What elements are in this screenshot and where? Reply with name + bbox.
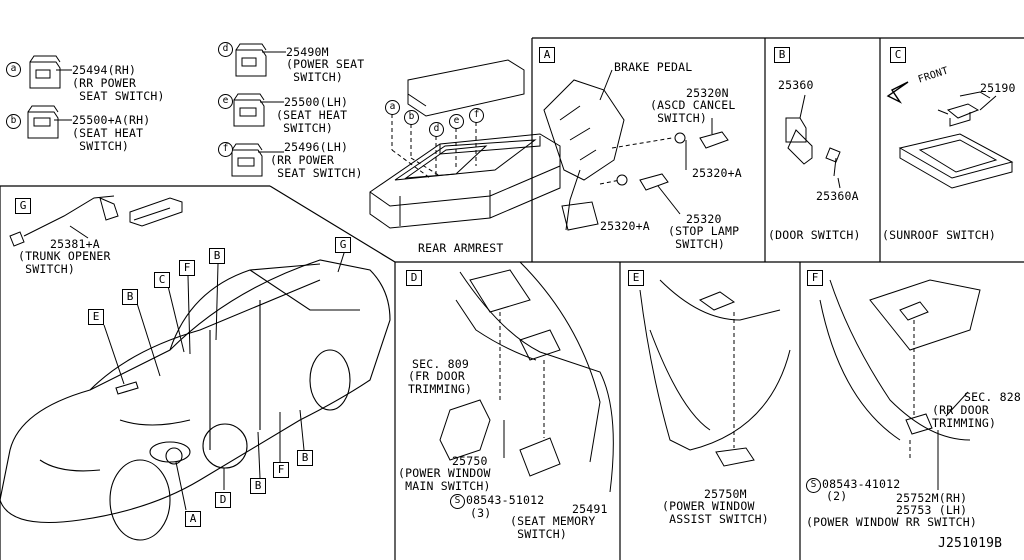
car-callout-b3: B [250, 478, 266, 494]
label-screw-f: 08543-41012 [822, 477, 901, 491]
label-sunroof-switch: (SUNROOF SWITCH) [882, 228, 996, 242]
armrest-circle-b: b [404, 110, 419, 125]
panel-letter-b: B [774, 47, 790, 63]
car-callout-b1: B [209, 248, 225, 264]
armrest-circle-e: e [449, 114, 464, 129]
armrest-circle-f: f [469, 108, 484, 123]
label-25500-desc: (SEAT HEAT SWITCH) [276, 108, 348, 135]
label-25491-desc: (SEAT MEMORY SWITCH) [510, 514, 596, 541]
label-25490m: 25490M [286, 45, 329, 59]
screw-symbol-f: S [806, 478, 821, 493]
circle-a: a [6, 62, 21, 77]
car-callout-f2: F [273, 462, 289, 478]
panel-letter-g: G [15, 198, 31, 214]
panel-letter-c: C [890, 47, 906, 63]
label-25750: 25750 [452, 454, 488, 468]
trunk-opener-drawing [9, 195, 183, 247]
fr-door-drawing [439, 261, 614, 493]
car-callout-g: G [335, 237, 351, 253]
label-25496-desc: (RR POWER SEAT SWITCH) [270, 153, 363, 180]
leader-lines-tl [54, 51, 286, 153]
label-sec828: SEC. 828 [964, 390, 1021, 404]
label-25494: 25494(RH) [72, 63, 137, 77]
label-25750m-desc: (POWER WINDOW ASSIST SWITCH) [662, 499, 769, 526]
car-callout-b2: B [122, 289, 138, 305]
panel-letter-e: E [628, 270, 644, 286]
panel-letter-a: A [539, 47, 555, 63]
car-leaders [103, 249, 346, 511]
label-brake-pedal: BRAKE PEDAL [614, 60, 693, 74]
armrest-circle-d: d [429, 122, 444, 137]
label-sec809: SEC. 809 [412, 357, 469, 371]
label-25360a: 25360A [816, 189, 859, 203]
label-rear-armrest: REAR ARMREST [418, 241, 504, 255]
door-switch-drawing [785, 94, 841, 189]
car-callout-e: E [88, 309, 104, 325]
diagram-id: J251019B [938, 536, 1003, 551]
label-25381a: 25381+A [50, 237, 100, 251]
label-25190: 25190 [980, 81, 1016, 95]
armrest-leaders [391, 114, 477, 179]
label-25320-desc: (STOP LAMP SWITCH) [668, 224, 740, 251]
car-drawing [0, 259, 391, 541]
label-25496: 25496(LH) [284, 140, 349, 154]
label-25320a-2: 25320+A [600, 219, 650, 233]
label-25490m-desc: (POWER SEAT SWITCH) [286, 57, 365, 84]
brake-pedal-drawing [543, 69, 729, 231]
label-sec828-desc: (RR DOOR TRIMMING) [932, 403, 997, 430]
label-door-switch: (DOOR SWITCH) [768, 228, 861, 242]
switch-icons [27, 43, 267, 177]
circle-d: d [218, 42, 233, 57]
armrest-circle-a: a [385, 100, 400, 115]
car-callout-f1: F [179, 260, 195, 276]
rr-door-drawing [819, 279, 981, 490]
label-25500a-desc: (SEAT HEAT SWITCH) [72, 126, 144, 153]
label-25381a-desc: (TRUNK OPENER SWITCH) [18, 249, 111, 276]
label-25752m: 25752M(RH) [896, 491, 968, 505]
car-callout-a: A [185, 511, 201, 527]
label-screw-d-qty: (3) [470, 506, 492, 520]
label-25750-desc: (POWER WINDOW MAIN SWITCH) [398, 466, 491, 493]
label-25491: 25491 [572, 502, 608, 516]
panel-borders [0, 37, 1024, 560]
label-screw-d: 08543-51012 [466, 493, 545, 507]
circle-f: f [218, 142, 233, 157]
rear-armrest-drawing [369, 59, 561, 229]
circle-b: b [6, 114, 21, 129]
car-callout-d: D [215, 492, 231, 508]
label-25320n: 25320N [686, 86, 729, 100]
label-25494-desc: (RR POWER SEAT SWITCH) [72, 76, 165, 103]
panel-letter-d: D [406, 270, 422, 286]
label-25753: 25753 (LH) [896, 503, 968, 517]
label-rr-switch: (POWER WINDOW RR SWITCH) [806, 515, 977, 529]
sunroof-drawing [886, 81, 1014, 189]
label-25320: 25320 [686, 212, 722, 226]
label-25500a: 25500+A(RH) [72, 113, 151, 127]
assist-door-drawing [639, 279, 791, 467]
label-sec809-desc: (FR DOOR TRIMMING) [408, 369, 473, 396]
circle-e: e [218, 94, 233, 109]
label-25320a-1: 25320+A [692, 166, 742, 180]
label-25750m: 25750M [704, 487, 747, 501]
label-25320n-desc: (ASCD CANCEL SWITCH) [650, 98, 736, 125]
label-25360: 25360 [778, 78, 814, 92]
car-callout-b4: B [297, 450, 313, 466]
screw-symbol-d: S [450, 494, 465, 509]
panel-letter-f: F [807, 270, 823, 286]
car-callout-c: C [154, 272, 170, 288]
label-25500: 25500(LH) [284, 95, 349, 109]
label-screw-f-qty: (2) [826, 489, 848, 503]
